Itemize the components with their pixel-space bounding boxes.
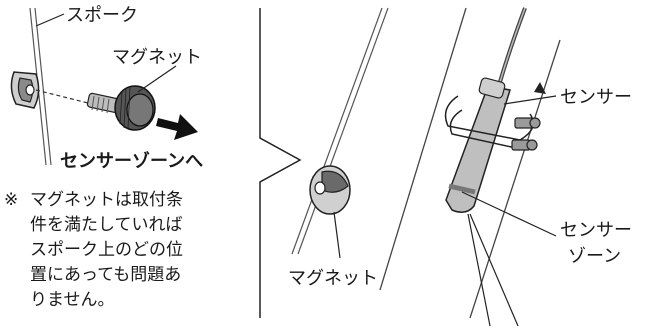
sensor-body <box>445 77 511 213</box>
magnet-right-leader-line <box>333 211 341 259</box>
magnet-holder <box>10 71 40 109</box>
spoke-right <box>291 7 389 255</box>
note-line-3: スポーク上のどの位 <box>30 240 183 260</box>
spoke-leader-line <box>35 13 65 27</box>
sensor-label: センサー <box>560 87 632 108</box>
sensor-leader-line <box>503 95 557 105</box>
magnet-on-spoke <box>309 165 351 215</box>
magnet-left-label: マグネット <box>112 47 202 68</box>
note-mark: ※ <box>4 190 19 210</box>
magnet-head <box>114 85 156 131</box>
note-line-4: 置にあっても問題あ <box>30 265 182 285</box>
magnet-left-leader-line <box>137 65 177 93</box>
band-bolts <box>511 117 541 151</box>
panel-divider <box>259 8 302 318</box>
direction-label: センサーゾーンへ <box>60 151 203 172</box>
magnet-screw <box>86 92 122 114</box>
direction-arrow <box>156 114 198 140</box>
sensor-zone-label-line2: ゾーン <box>568 246 621 267</box>
installation-note: ※ マグネットは取付条 件を満たしていれば スポーク上のどの位 置にあっても問題… <box>4 188 244 313</box>
sensor-zone-label-line1: センサー <box>560 220 632 241</box>
note-line-1: マグネットは取付条 <box>30 190 183 210</box>
sensor-direction-arrow <box>534 82 546 94</box>
magnet-right-label: マグネット <box>288 268 378 289</box>
alignment-dashed-line <box>35 89 93 105</box>
frame-tube <box>379 7 561 319</box>
note-line-2: 件を満たしていれば <box>30 215 183 235</box>
spoke-label: スポーク <box>66 5 138 26</box>
zone-pointer-lines <box>467 213 519 327</box>
sensor-zone-leader-line <box>461 191 557 237</box>
note-line-5: りません。 <box>30 290 115 310</box>
